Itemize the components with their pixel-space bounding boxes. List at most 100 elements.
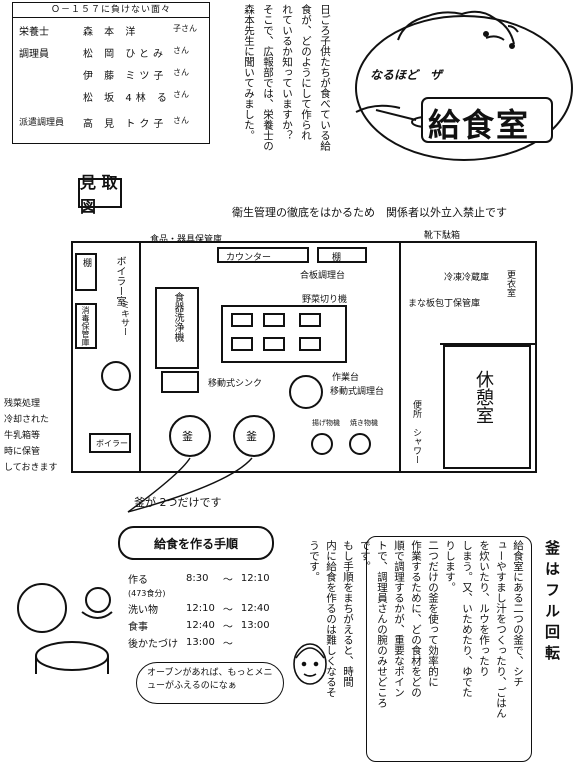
staff-name: 森 本 洋 xyxy=(83,27,140,38)
label-dish-dryer: 消毒保管庫 xyxy=(81,306,90,346)
staff-role: 栄養士 xyxy=(19,27,49,38)
washer xyxy=(155,287,199,369)
kettle-icon xyxy=(233,415,275,457)
label-steamer: 焼き物機 xyxy=(350,419,378,427)
sink-icon xyxy=(161,371,199,393)
staff-heading: Ｏ－１５７に負けない面々 xyxy=(13,3,209,18)
schedule-heading: 給食を作る手順 xyxy=(118,526,274,560)
schedule-row: (473食分) xyxy=(124,587,274,600)
schedule-task: 洗い物 xyxy=(128,605,158,616)
schedule-task: 後かたづけ xyxy=(128,639,178,650)
outer-wall xyxy=(71,241,537,473)
staff-suffix: さん xyxy=(173,46,189,55)
left-note: 冷却された xyxy=(4,415,50,425)
rest-room xyxy=(443,345,531,469)
schedule-end: 12:40 xyxy=(240,603,270,614)
label-food-washing: 食器洗浄機 xyxy=(172,292,183,342)
side-caption: 釜はフル回転 xyxy=(543,540,561,666)
left-note: しておきます xyxy=(4,463,58,473)
procedure-column: もし手順をまちがえると、時間 xyxy=(342,540,354,687)
hair-outline xyxy=(397,10,515,45)
left-note: 時に保管 xyxy=(4,447,41,457)
label-cutting-board: まな板包丁保管庫 xyxy=(408,299,481,309)
dryer xyxy=(75,303,97,349)
label-shelf: 棚 xyxy=(332,253,342,263)
staff-suffix: さん xyxy=(173,116,189,125)
tour-note: 衛生管理の徹底をはかるため 関係者以外立入禁止です xyxy=(232,206,507,219)
counter xyxy=(217,247,309,263)
label-cooking-table: 作業台 xyxy=(332,373,360,383)
wheel-icon xyxy=(17,583,67,633)
spoon-arm xyxy=(355,104,401,113)
label-shoes: 靴下駄箱 xyxy=(424,231,461,241)
schedule-row: 食事 12:40 ～ 13:00 xyxy=(124,617,274,634)
schedule-task: 作る xyxy=(128,575,148,586)
procedure-column: 順で調理するかが、重要なポイン xyxy=(393,540,405,698)
label-locker: 更衣室 xyxy=(505,270,515,297)
procedure-column: です。 xyxy=(359,540,371,572)
label-top-left-shelf: 棚 xyxy=(81,258,91,267)
boiler-box xyxy=(89,433,131,453)
label-sink: 移動式シンク xyxy=(208,379,263,389)
schedule-row: 洗い物 12:10 ～ 12:40 xyxy=(124,600,274,617)
schedule-start: 12:10 xyxy=(186,603,215,614)
staff-suffix: さん xyxy=(173,68,189,77)
label-mobile-table: 移動式調理台 xyxy=(330,387,385,397)
mixer-icon xyxy=(289,375,323,409)
procedure-column: トで、調理員さんの腕のみせどころ xyxy=(376,540,388,708)
tour-heading: 見 取 図 xyxy=(78,173,210,216)
title-illustration xyxy=(355,10,573,161)
staff-name: 伊 藤 ミツ子 xyxy=(83,71,168,82)
label-rest-room: 休憩室 xyxy=(473,370,494,424)
label-mixer: ミキサー xyxy=(119,300,129,336)
schedule-end: 12:10 xyxy=(240,573,270,584)
page-title: 給食室 xyxy=(428,106,531,144)
label-storage: 食品・器具保管庫 xyxy=(150,235,223,245)
shelf xyxy=(317,247,367,263)
procedure-column: 二つだけの釜を使って効率的に xyxy=(427,540,439,687)
staff-role: 調理員 xyxy=(19,49,49,60)
label-toilet-shower: 便所 シャワー xyxy=(411,400,421,464)
cook-illustration xyxy=(17,583,113,674)
procedure-column: を炊いたり、ルウを作ったり xyxy=(478,540,490,677)
schedule-start: 8:30 xyxy=(186,573,209,584)
schedule-end xyxy=(237,634,274,651)
label-anti-fouling: 冷凍冷蔵庫 xyxy=(444,273,490,283)
staff-name: 高 見 トク子 xyxy=(83,119,168,130)
label-boiler: ボイラー xyxy=(96,439,128,448)
work-table xyxy=(221,305,347,363)
schedule-table: 作る 8:30 ～ 12:10 (473食分) 洗い物 12:10 ～ 12:4… xyxy=(124,570,274,651)
label-boiler-room: ボイラー室 xyxy=(114,256,125,306)
speech-bubble: オーブンがあれば、もっとメニューがふえるのになぁ xyxy=(136,662,284,704)
schedule-sub: (473食分) xyxy=(128,589,166,598)
label-counter: カウンター xyxy=(226,253,272,263)
schedule-task: 食事 xyxy=(128,622,148,633)
procedure-column: うです。 xyxy=(308,540,320,582)
procedure-column: ューやすまし汁をつくったり、ごはん xyxy=(495,540,507,719)
schedule-start: 13:00 xyxy=(186,637,215,648)
schedule-row: 後かたづけ 13:00 ～ xyxy=(124,634,274,651)
procedure-column: 給食室にある二つの釜で、シチ xyxy=(512,540,524,687)
kettle-note: 釜が 2つだけです xyxy=(134,496,222,509)
label-prep-table: 合板調理台 xyxy=(300,271,346,281)
left-note: 牛乳箱等 xyxy=(4,431,41,441)
title-small: なるほど ザ xyxy=(370,68,443,82)
procedure-column: しまう。又、いためたり、ゆでた xyxy=(461,540,473,698)
procedure-column: りします。 xyxy=(444,540,456,593)
kettle-icon xyxy=(169,415,211,457)
face-outline xyxy=(355,15,573,161)
top-left-shelf xyxy=(75,253,97,291)
schedule-start: 12:40 xyxy=(186,620,215,631)
procedure-column: 作業するために、どの食材をどの xyxy=(410,540,422,698)
procedure-column: 内に給食を作るのは難しくなるそ xyxy=(325,540,337,698)
label-kettle-2: 釜 xyxy=(246,430,257,443)
intro-column: そこで、広報部では、栄養士の xyxy=(262,4,274,151)
staff-suffix: さん xyxy=(173,90,189,99)
label-veg-cutter: 野菜切り機 xyxy=(302,295,348,305)
schedule-end: 13:00 xyxy=(240,620,270,631)
intro-column: 日ごろ子供たちが食べている給 xyxy=(319,4,331,151)
procedure-box xyxy=(366,536,532,762)
procedure-text: 給食室にある二つの釜で、シチ ューやすまし汁をつくったり、ごはん を炊いたり、ル… xyxy=(304,540,526,756)
label-kettle-1: 釜 xyxy=(182,430,193,443)
staff-name: 松 岡 ひとみ xyxy=(83,49,168,60)
